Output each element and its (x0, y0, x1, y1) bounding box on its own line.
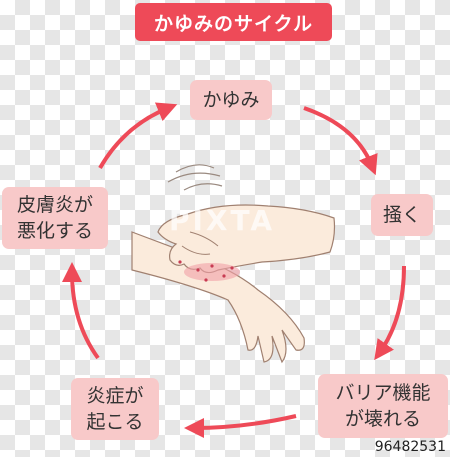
cycle-step-scratch: 掻く (371, 194, 433, 236)
watermark: PIXTA (169, 204, 275, 237)
stock-image-id: 96482531 (374, 439, 446, 455)
arrow-inflammation-to-worse (62, 262, 100, 360)
arrow-scratch-to-barrier (374, 265, 406, 361)
scratching-hands-illustration (131, 164, 336, 364)
arrow-worse-to-itch (98, 102, 178, 169)
cycle-step-inflammation: 炎症が 起こる (71, 378, 159, 440)
cycle-step-dermatitis-worsens: 皮膚炎が 悪化する (2, 187, 108, 249)
arrow-itch-to-scratch (303, 106, 378, 176)
cycle-step-barrier-broken: バリア機能 が壊れる (318, 374, 448, 438)
cycle-step-itch: かゆみ (190, 80, 272, 120)
arrow-barrier-to-inflammation (184, 414, 297, 438)
diagram-title: かゆみのサイクル (135, 3, 332, 41)
